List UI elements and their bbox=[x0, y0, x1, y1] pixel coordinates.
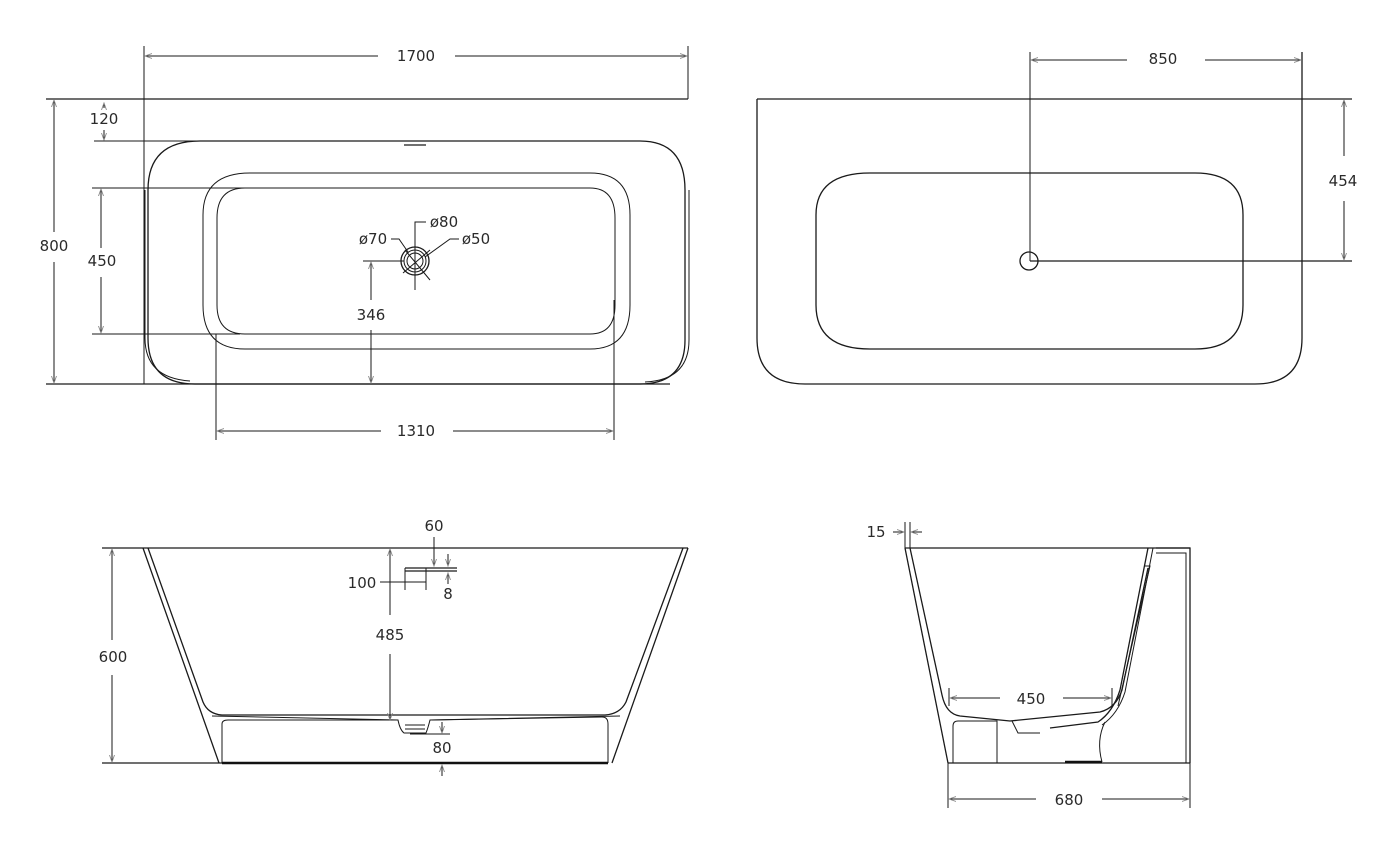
dim-inner-length: 1310 bbox=[394, 422, 438, 440]
dim-drain-inner-diameter: ø50 bbox=[459, 230, 493, 248]
dim-height: 600 bbox=[96, 648, 130, 666]
dim-drain-offset: 346 bbox=[354, 306, 388, 324]
dim-inner-floor-width: 450 bbox=[1014, 690, 1048, 708]
side-section bbox=[893, 522, 1191, 808]
dim-base-height: 80 bbox=[430, 739, 454, 757]
bottom-view bbox=[756, 52, 1352, 385]
front-section bbox=[102, 537, 689, 776]
dim-drain-y: 454 bbox=[1326, 172, 1360, 190]
dim-overall-depth: 680 bbox=[1052, 791, 1086, 809]
dim-overflow-offset: 60 bbox=[422, 517, 446, 535]
dim-overflow-thickness: 8 bbox=[441, 585, 455, 603]
dim-drain-x: 850 bbox=[1146, 50, 1180, 68]
top-view bbox=[46, 46, 690, 440]
dim-overflow-width: 100 bbox=[345, 574, 379, 592]
dim-wall-thickness: 15 bbox=[864, 523, 888, 541]
dim-drain-mid-diameter: ø70 bbox=[356, 230, 390, 248]
dim-overall-width: 800 bbox=[37, 237, 71, 255]
dim-overflow-depth: 485 bbox=[373, 626, 407, 644]
dim-inner-width: 450 bbox=[85, 252, 119, 270]
dim-drain-outer-diameter: ø80 bbox=[427, 213, 461, 231]
dim-rim-offset: 120 bbox=[87, 110, 121, 128]
dim-overall-length: 1700 bbox=[394, 47, 438, 65]
